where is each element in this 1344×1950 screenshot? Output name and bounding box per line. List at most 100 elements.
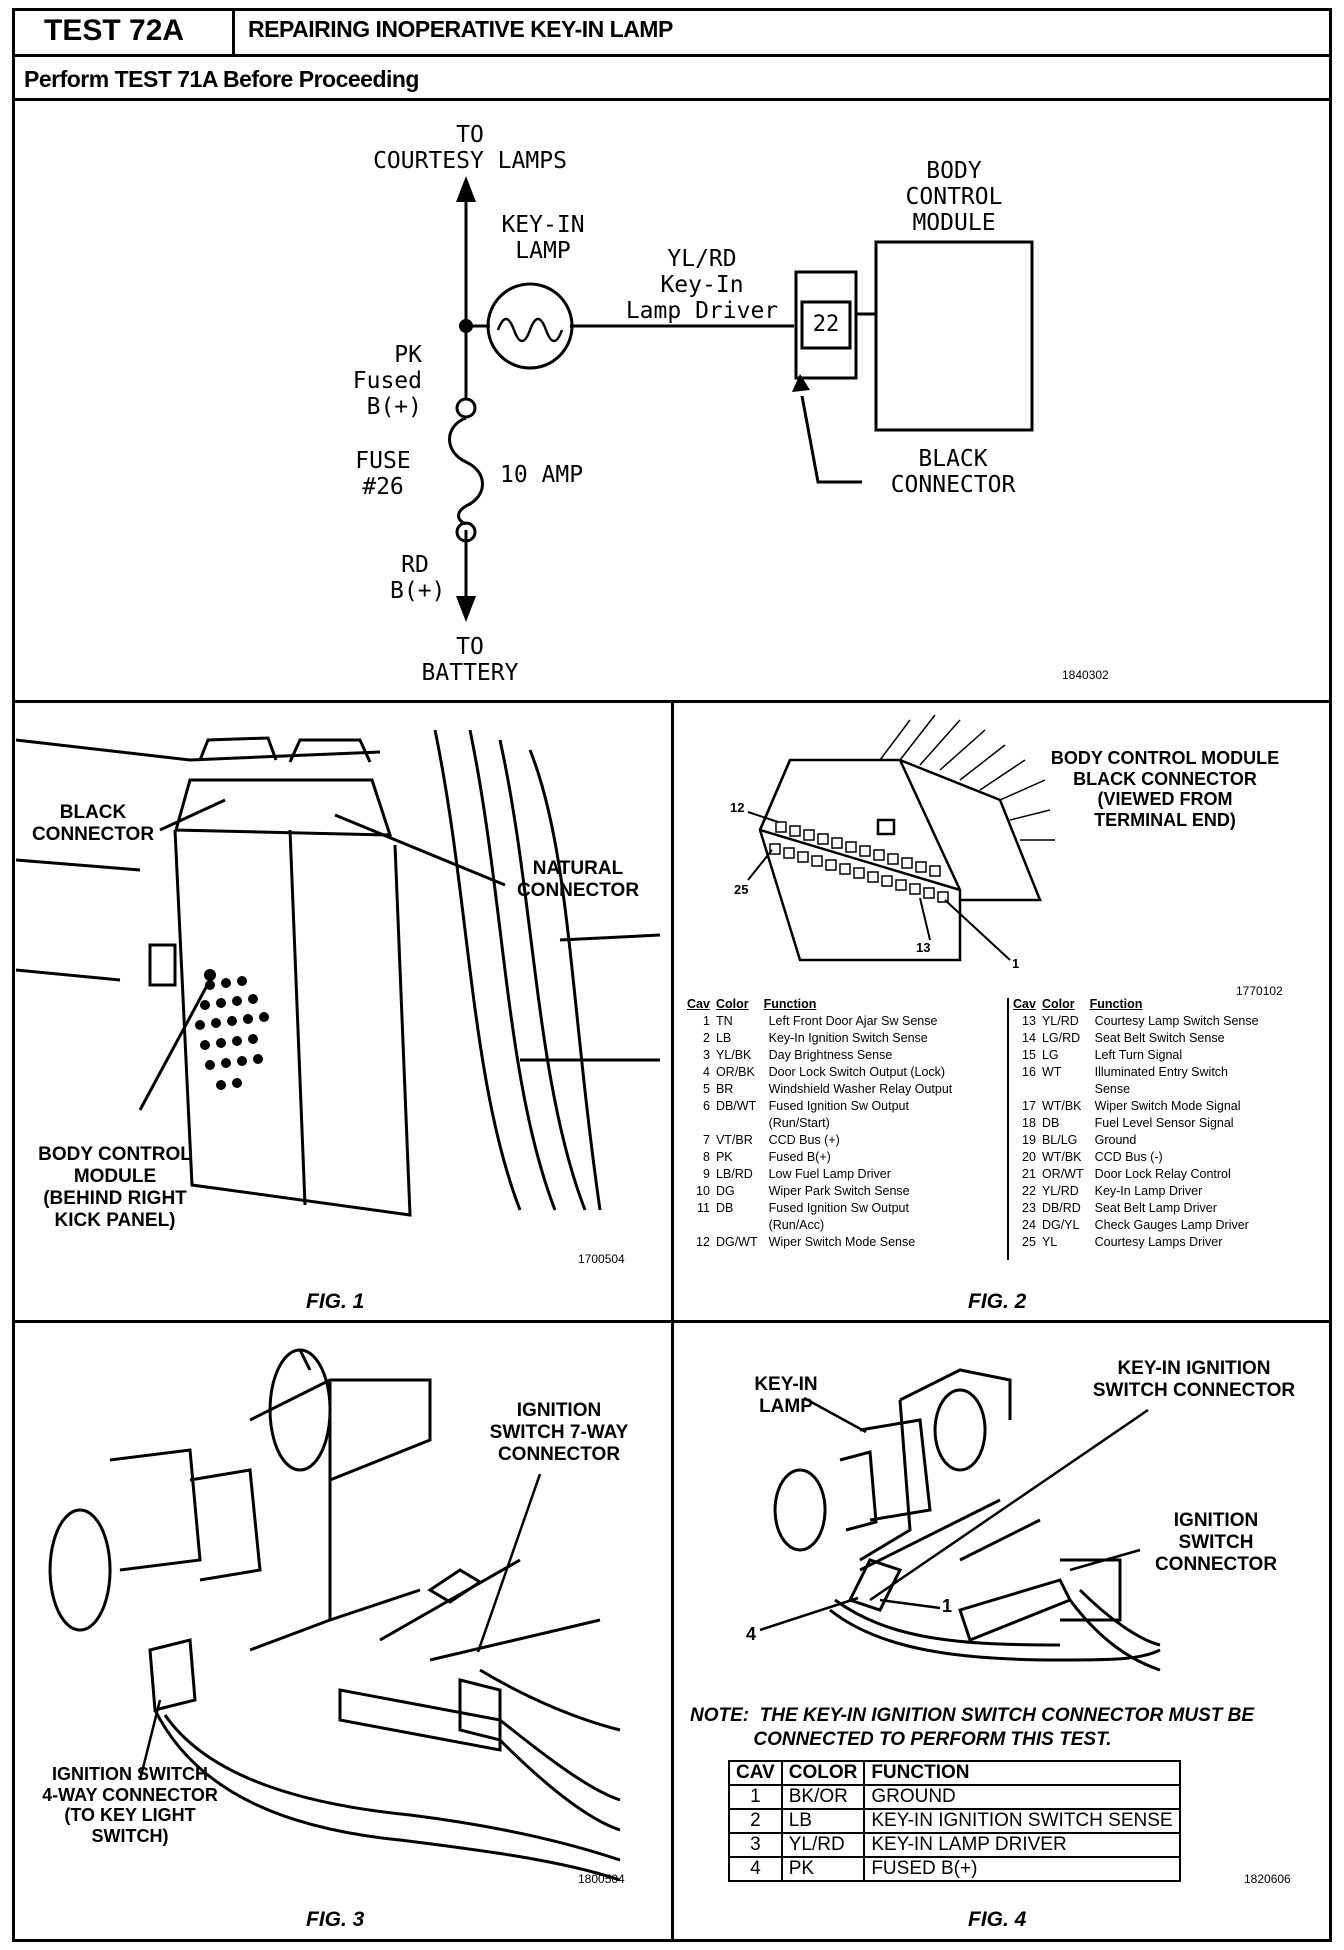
fig2-header-cav: Cav: [1013, 997, 1036, 1011]
cell-cav: 9: [702, 1167, 710, 1181]
cell-cav: 25: [1022, 1235, 1036, 1249]
cell-color: DB/RD: [1041, 1201, 1081, 1215]
to-courtesy-lamps-label: TO COURTESY LAMPS: [373, 122, 567, 174]
cell-function: KEY-IN IGNITION SWITCH SENSE: [863, 1808, 1181, 1834]
cell-color: LG/RD: [1041, 1031, 1081, 1045]
cell-function: FUSED B(+): [863, 1856, 1181, 1882]
bcm-label: BODY CONTROL MODULE: [905, 158, 1003, 236]
cell-color: YL/RD: [1041, 1014, 1079, 1028]
cell-color: PK: [780, 1856, 866, 1882]
rd-bplus-label: RD B(+): [390, 552, 446, 604]
cell-cav: 2: [702, 1031, 710, 1045]
cell-color: YL: [1041, 1235, 1058, 1249]
fig4-pin-4: 4: [746, 1624, 757, 1644]
wire-label: YL/RD Key-In Lamp Driver: [625, 246, 779, 324]
cell-color: WT: [1041, 1065, 1062, 1079]
cell-color: LG: [1041, 1048, 1059, 1062]
cell-cav: 15: [1022, 1048, 1036, 1062]
cell-cav: 3: [702, 1048, 710, 1062]
cell-function: Fused Ignition Sw Output (Run/Acc): [768, 1201, 909, 1232]
cell-function: Key-In Lamp Driver: [1094, 1184, 1203, 1198]
fig2-caption: FIG. 2: [968, 1290, 1027, 1313]
fig2-pin-12: 12: [730, 800, 745, 815]
cell-cav: 18: [1022, 1116, 1036, 1130]
cell-cav: 5: [702, 1082, 710, 1096]
cell-cav: 1: [728, 1784, 783, 1810]
cell-function: Check Gauges Lamp Driver: [1094, 1218, 1249, 1232]
cell-color: DB/WT: [715, 1099, 757, 1113]
cell-color: DG: [715, 1184, 735, 1198]
cell-function: Illuminated Entry Switch Sense: [1094, 1065, 1228, 1096]
cell-cav: 20: [1022, 1150, 1036, 1164]
fig2-header-color: Color: [1041, 997, 1075, 1011]
table-row: 24 DG/YL Check Gauges Lamp Driver: [1010, 1217, 1262, 1234]
cell-function: Seat Belt Switch Sense: [1094, 1031, 1225, 1045]
fig3-ign4-label: IGNITION SWITCH 4-WAY CONNECTOR (TO KEY …: [42, 1764, 218, 1847]
cell-cav: 16: [1022, 1065, 1036, 1079]
cell-function: Courtesy Lamp Switch Sense: [1094, 1014, 1259, 1028]
cell-color: DG/YL: [1041, 1218, 1080, 1232]
cell-cav: 11: [696, 1201, 710, 1215]
black-connector-label: BLACK CONNECTOR: [890, 446, 1016, 498]
fig1-natural-connector-label: NATURAL CONNECTOR: [516, 858, 640, 901]
fig1-code: 1700504: [578, 1252, 625, 1266]
subtitle-divider: [12, 98, 1332, 101]
cell-color: TN: [715, 1014, 733, 1028]
cell-function: CCD Bus (+): [768, 1133, 840, 1147]
cell-color: OR/WT: [1041, 1167, 1084, 1181]
cell-cav: 6: [702, 1099, 710, 1113]
cell-cav: 21: [1022, 1167, 1036, 1181]
cell-cav: 14: [1022, 1031, 1036, 1045]
key-in-lamp-label: KEY-IN LAMP: [501, 212, 585, 264]
fig3-ign7-label: IGNITION SWITCH 7-WAY CONNECTOR: [489, 1400, 629, 1465]
cell-function: KEY-IN LAMP DRIVER: [863, 1832, 1181, 1858]
cell-color: PK: [715, 1150, 733, 1164]
cell-function: Low Fuel Lamp Driver: [768, 1167, 891, 1181]
fig2-title: BODY CONTROL MODULE BLACK CONNECTOR (VIE…: [1050, 748, 1280, 831]
cell-cav: 13: [1022, 1014, 1036, 1028]
fig4-keyin-connector-label: KEY-IN IGNITION SWITCH CONNECTOR: [1092, 1358, 1296, 1401]
page-title: REPAIRING INOPERATIVE KEY-IN LAMP: [248, 16, 673, 42]
cell-color: YL/RD: [780, 1832, 866, 1858]
table-row: 13 YL/RD Courtesy Lamp Switch Sense: [1010, 1013, 1262, 1030]
column-divider: [671, 700, 674, 1942]
cell-cav: 24: [1022, 1218, 1036, 1232]
fig2-pin-13: 13: [916, 940, 931, 955]
cell-cav: 10: [696, 1184, 710, 1198]
cell-cav: 7: [702, 1133, 710, 1147]
fig2-code: 1770102: [1236, 984, 1283, 998]
cell-color: DG/WT: [715, 1235, 758, 1249]
cell-color: LB: [780, 1808, 866, 1834]
pk-fused-label: PK Fused B(+): [352, 342, 422, 420]
cell-function: Seat Belt Lamp Driver: [1094, 1201, 1217, 1215]
cell-color: YL/BK: [715, 1048, 752, 1062]
cell-cav: 4: [702, 1065, 710, 1079]
fig4-header-cav: CAV: [728, 1760, 783, 1786]
fig4-note: NOTE: THE KEY-IN IGNITION SWITCH CONNECT…: [690, 1705, 1255, 1750]
to-battery-label: TO BATTERY: [421, 634, 519, 686]
cell-function: Windshield Washer Relay Output: [768, 1082, 953, 1096]
page-subtitle: Perform TEST 71A Before Proceeding: [24, 66, 419, 92]
